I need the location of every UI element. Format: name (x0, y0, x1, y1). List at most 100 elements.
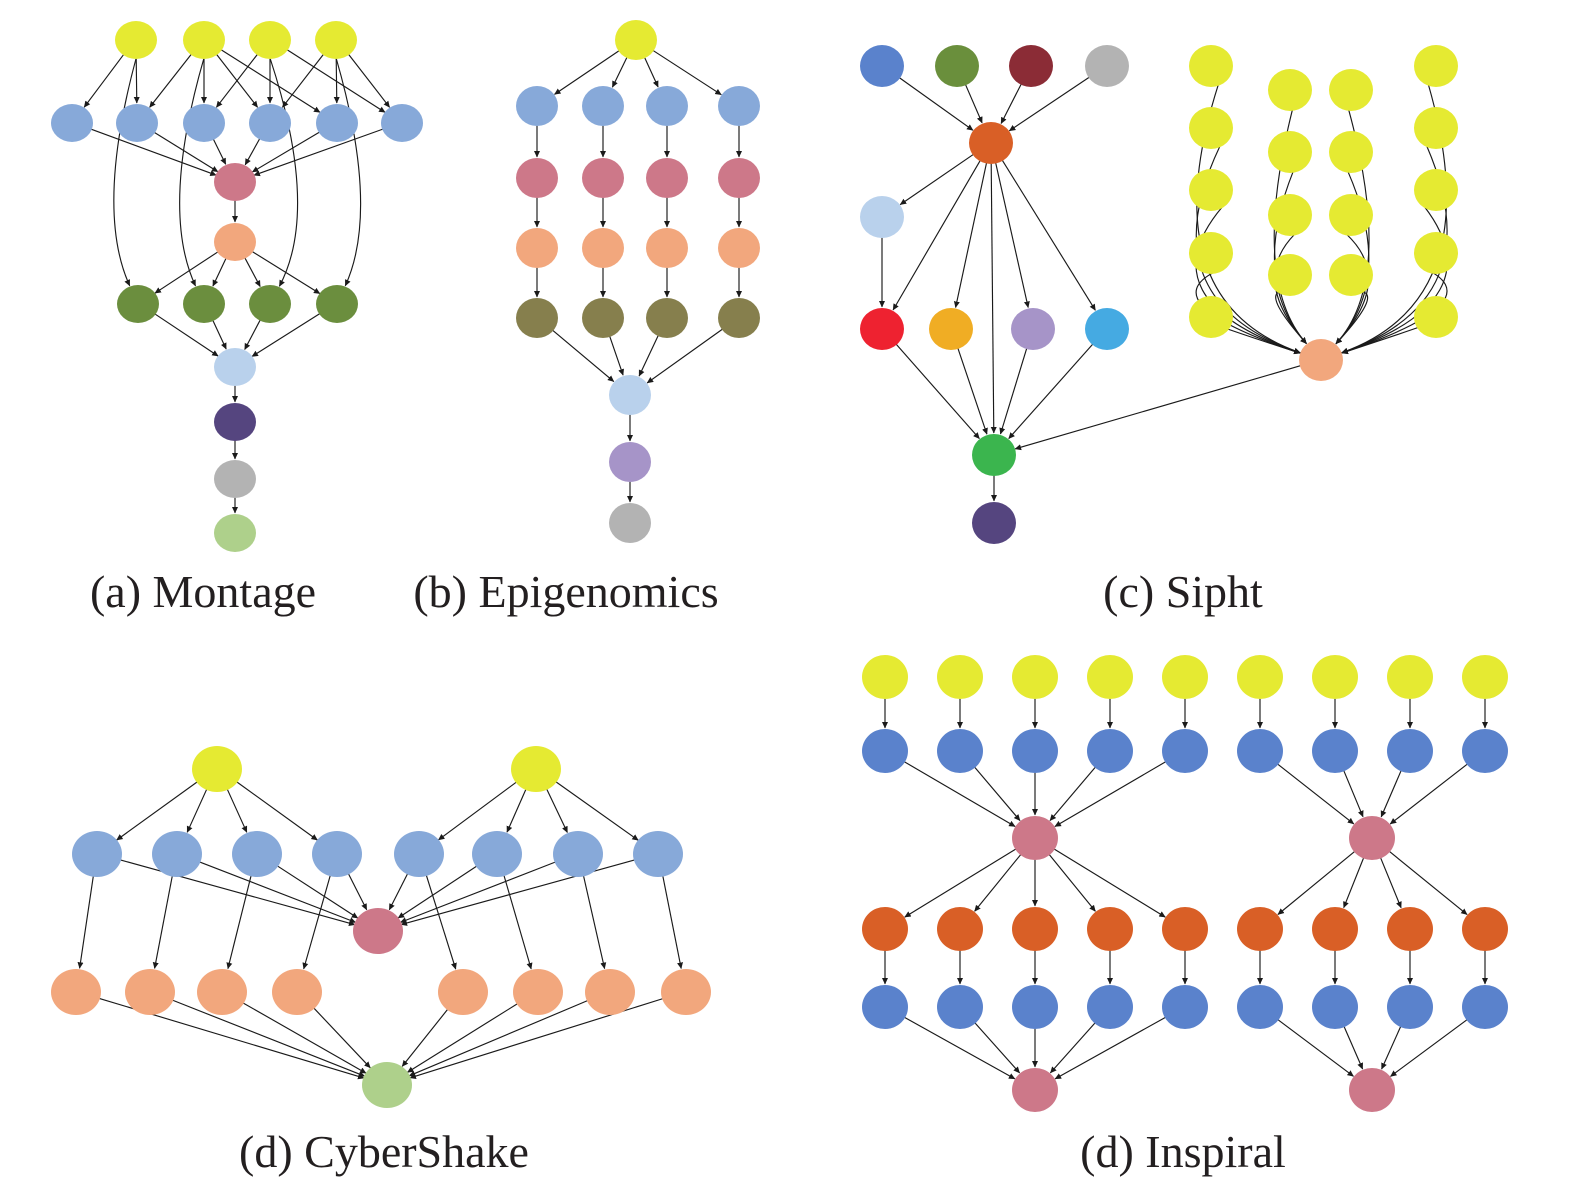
task-node-b0_2 (1012, 729, 1058, 773)
task-node-y0_4 (1162, 655, 1208, 699)
dependency-edge (1000, 83, 1022, 124)
task-node-n1_1 (582, 158, 624, 198)
dependency-edge (226, 875, 252, 970)
task-node-y6 (1268, 131, 1312, 173)
task-node-n3_1 (582, 298, 624, 338)
dependency-edge (400, 859, 636, 926)
task-node-c0_2 (1012, 985, 1058, 1029)
dependency-edge (552, 329, 615, 383)
task-node-h (214, 460, 256, 498)
dependency-edge (198, 861, 357, 924)
task-node-s5 (513, 969, 563, 1015)
task-node-b1 (116, 104, 158, 142)
task-node-y1 (1189, 107, 1233, 149)
task-node-g1 (183, 285, 225, 323)
dependency-edge (244, 257, 261, 288)
dependency-edge (406, 1003, 519, 1073)
task-node-t3 (315, 21, 357, 59)
dependency-edge (904, 848, 1017, 918)
task-node-a1 (935, 45, 979, 87)
task-node-y17 (1414, 296, 1458, 338)
task-node-y1_2 (1387, 655, 1433, 699)
task-node-y14 (1414, 107, 1458, 149)
dependency-edge (1388, 850, 1468, 916)
dependency-edge (503, 874, 533, 970)
dependency-edge (212, 257, 227, 287)
dependency-edge (1049, 766, 1097, 821)
task-node-c1_2 (1387, 985, 1433, 1029)
dependency-edge (1014, 365, 1302, 451)
dependency-edge (609, 335, 624, 376)
epigenomics-workflow-diagram (516, 20, 760, 543)
dependency-edge (242, 1002, 367, 1074)
task-node-c1_3 (1462, 985, 1508, 1029)
task-node-r (615, 20, 657, 60)
dependency-edge (253, 128, 384, 177)
task-node-d (214, 223, 256, 261)
dependency-edge (1343, 769, 1364, 818)
task-node-b1_1 (1312, 729, 1358, 773)
task-node-c1_0 (1237, 985, 1283, 1029)
dependency-edge (662, 875, 683, 969)
dependency-edge (244, 138, 261, 166)
task-node-y0_2 (1012, 655, 1058, 699)
task-node-b0_3 (1087, 729, 1133, 773)
task-node-b6 (553, 831, 603, 877)
task-node-y0_0 (862, 655, 908, 699)
task-node-t1 (511, 746, 561, 792)
task-node-c0_4 (1162, 985, 1208, 1029)
dependency-edge (335, 57, 362, 287)
task-node-i (214, 514, 256, 552)
task-node-o (969, 122, 1013, 164)
dependency-edge (1195, 206, 1301, 354)
dependency-edge (83, 53, 125, 108)
task-node-b3 (249, 104, 291, 142)
dependency-edge (212, 319, 227, 350)
dependency-edge (506, 788, 527, 833)
dependency-edge (1049, 1022, 1096, 1074)
task-node-n1_2 (646, 158, 688, 198)
dependency-edge (171, 999, 366, 1077)
dependency-edge (113, 57, 137, 287)
task-node-m0 (1012, 816, 1058, 860)
task-node-s3 (272, 969, 322, 1015)
task-node-n3_0 (516, 298, 558, 338)
task-node-z (362, 1062, 412, 1108)
task-node-y3 (1189, 232, 1233, 274)
dependency-edge (1054, 761, 1167, 827)
task-node-c0_1 (937, 985, 983, 1029)
caption-inspiral: (d) Inspiral (1080, 1126, 1286, 1177)
task-node-y13 (1414, 45, 1458, 87)
dependency-edge (973, 766, 1021, 821)
task-node-b0_0 (862, 729, 908, 773)
task-node-b5 (472, 831, 522, 877)
task-node-b5 (381, 104, 423, 142)
dependency-edge (646, 328, 724, 384)
task-node-s4 (438, 969, 488, 1015)
dependency-edge (1389, 763, 1469, 825)
dependency-edge (276, 865, 359, 919)
dependency-edge (397, 865, 478, 919)
task-node-y10 (1329, 131, 1373, 173)
task-node-o1_1 (1312, 907, 1358, 951)
dependency-edge (226, 788, 248, 833)
task-node-o0_3 (1087, 907, 1133, 951)
task-node-b0_4 (1162, 729, 1208, 773)
dependency-edge (281, 53, 325, 108)
dependency-edge (957, 347, 988, 435)
dependency-edge (244, 319, 261, 350)
dependency-edge (236, 781, 318, 841)
task-node-m (353, 908, 403, 954)
dependency-edge (401, 1008, 449, 1067)
task-node-y12 (1329, 254, 1373, 296)
dependency-edge (186, 788, 208, 833)
task-node-y7 (1268, 194, 1312, 236)
dependency-edge (611, 56, 628, 88)
dependency-edge (154, 251, 219, 294)
task-node-b0 (51, 104, 93, 142)
task-node-y0_1 (937, 655, 983, 699)
task-node-n2_1 (582, 228, 624, 268)
task-node-s1 (125, 969, 175, 1015)
dependency-edge (1276, 763, 1355, 825)
dependency-edge (1379, 857, 1402, 909)
